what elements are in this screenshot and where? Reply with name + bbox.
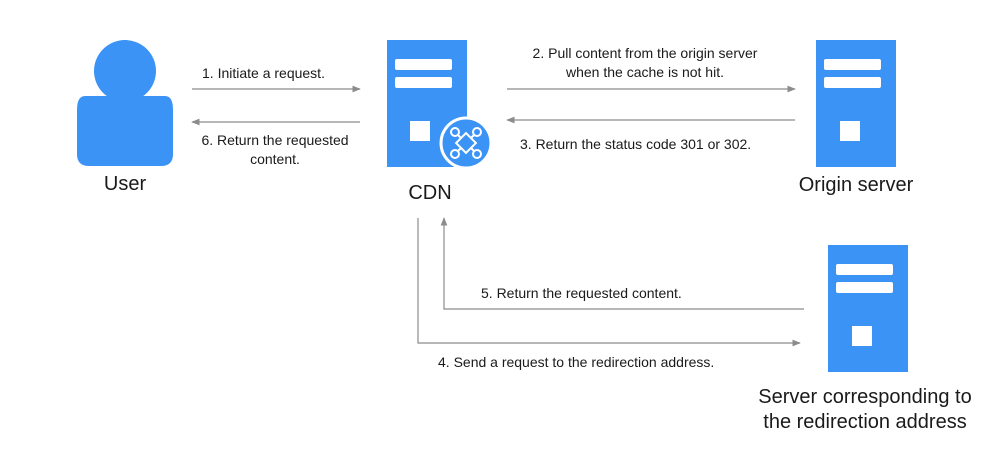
server-indicator — [852, 326, 872, 346]
step-2-label-line1: 2. Pull content from the origin server — [532, 45, 758, 61]
server-slot-bar — [824, 77, 881, 88]
server-indicator — [410, 121, 430, 141]
server-indicator — [840, 121, 860, 141]
origin-server-icon — [816, 40, 896, 167]
step-6-label-line2: content. — [250, 151, 300, 167]
arrow-step-5 — [440, 217, 804, 310]
arrow-step-4 — [417, 218, 801, 347]
user-label: User — [103, 173, 147, 195]
step-6-label: 6. Return the requested content. — [180, 131, 370, 169]
step-2-label: 2. Pull content from the origin server w… — [500, 44, 790, 82]
server-slot-bar — [395, 59, 452, 70]
user-icon — [77, 40, 173, 166]
step-5-label: 5. Return the requested content. — [481, 285, 682, 301]
network-hub-icon — [439, 116, 493, 170]
redirect-server-label: Server corresponding to the redirection … — [735, 385, 995, 435]
redirect-server-label-line2: the redirection address — [763, 411, 967, 433]
cdn-label: CDN — [408, 182, 452, 204]
server-slot-bar — [395, 77, 452, 88]
step-1-label: 1. Initiate a request. — [202, 65, 325, 81]
step-6-label-line1: 6. Return the requested — [201, 132, 349, 148]
redirect-server-icon — [828, 245, 908, 372]
server-slot-bar — [824, 59, 881, 70]
step-4-label: 4. Send a request to the redirection add… — [438, 354, 715, 370]
step-2-label-line2: when the cache is not hit. — [566, 64, 724, 80]
origin-server-label: Origin server — [798, 174, 914, 196]
redirect-server-label-line1: Server corresponding to — [758, 386, 972, 408]
step-3-label: 3. Return the status code 301 or 302. — [520, 136, 752, 152]
server-slot-bar — [836, 282, 893, 293]
server-slot-bar — [836, 264, 893, 275]
